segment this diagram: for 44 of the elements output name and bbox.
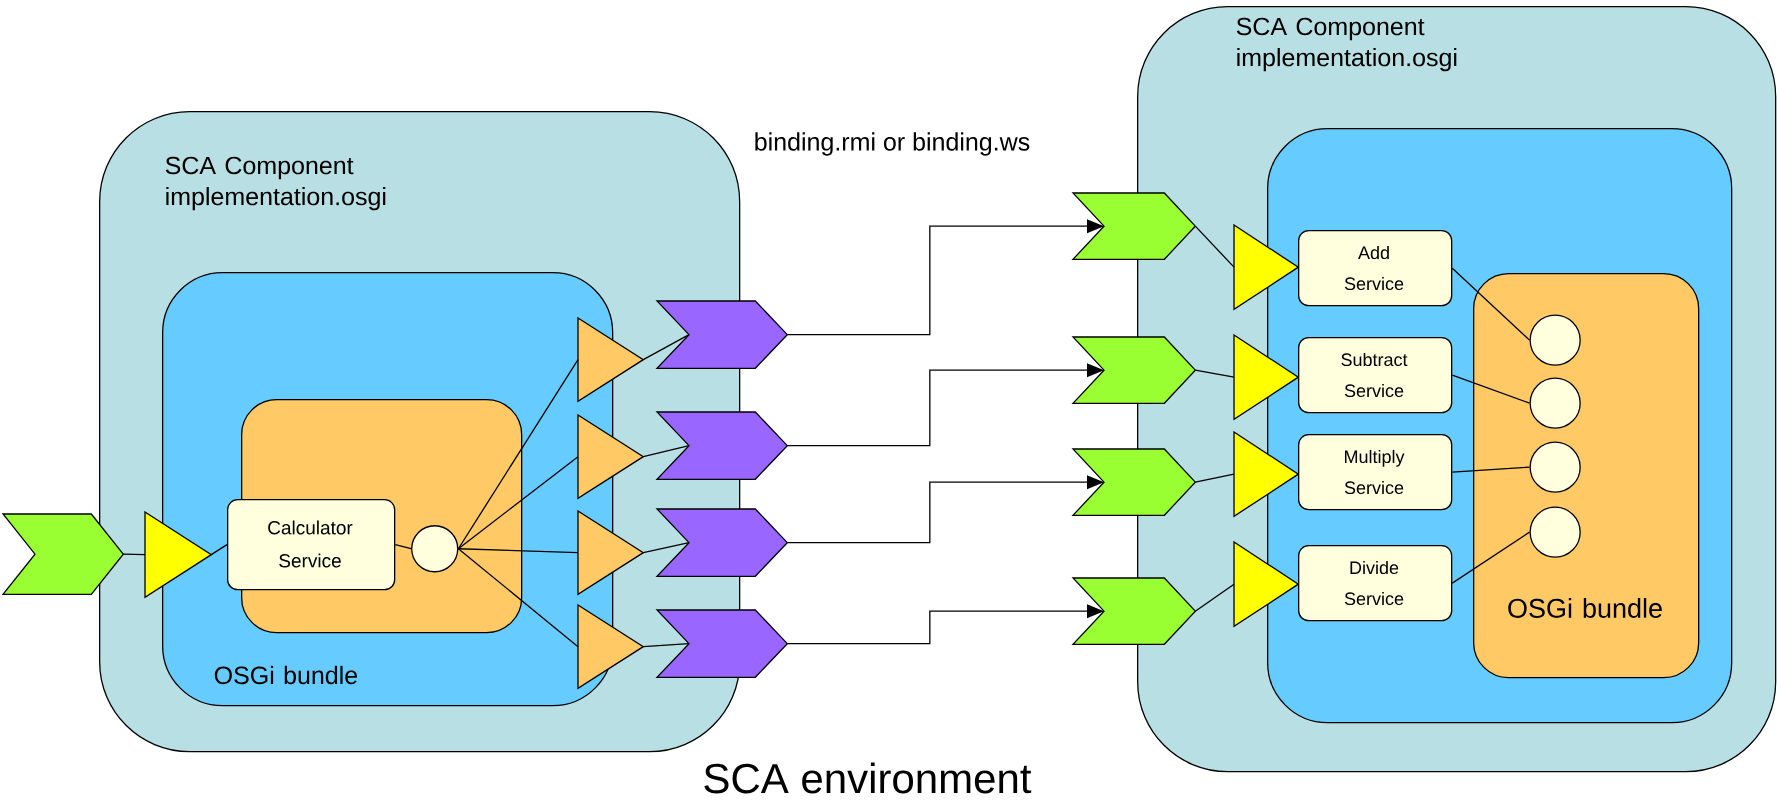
service-box: Divide Service	[1298, 545, 1453, 622]
connector-line	[1451, 374, 1531, 404]
service-box: Calculator Service	[227, 499, 396, 591]
port-circle	[1529, 377, 1581, 429]
service-box: Subtract Service	[1298, 337, 1453, 414]
connector-line	[1194, 369, 1235, 378]
chevron-port	[1, 513, 125, 595]
binding-label: binding.rmi or binding.ws	[755, 132, 1030, 156]
chevron-port	[655, 508, 789, 577]
arrow	[786, 604, 1104, 645]
connector-line	[1451, 531, 1531, 584]
connector-line	[457, 456, 579, 550]
connector-line	[457, 548, 579, 554]
port-circle	[411, 525, 459, 573]
arrow	[786, 363, 1104, 447]
arrow	[786, 475, 1104, 544]
chevron-port	[1071, 192, 1197, 260]
chevron-port	[655, 411, 789, 480]
connector-line	[1451, 466, 1531, 473]
connector-line	[1451, 267, 1531, 341]
connector-line	[1194, 583, 1235, 612]
chevron-port	[1071, 577, 1197, 645]
connector-line	[122, 553, 146, 556]
chevron-port	[1071, 448, 1197, 516]
chevron-port	[655, 300, 789, 369]
connector-line	[457, 359, 579, 550]
service-box: Add Service	[1298, 230, 1453, 307]
chevron-port	[655, 609, 789, 678]
port-circle	[1529, 441, 1581, 493]
connector-line	[1194, 225, 1235, 268]
connector-line	[642, 445, 690, 458]
connector-line	[394, 544, 412, 550]
service-box: Multiply Service	[1298, 434, 1453, 511]
chevron-port	[1071, 336, 1197, 404]
port-circle	[1529, 506, 1581, 558]
caption: SCA environment	[704, 762, 1032, 794]
connector-line	[642, 334, 690, 361]
connector-line	[642, 643, 690, 648]
connector-line	[210, 544, 228, 556]
connector-line	[642, 542, 690, 554]
connector-line	[1194, 473, 1235, 483]
connector-line	[457, 548, 579, 648]
arrow	[786, 219, 1104, 336]
port-circle	[1529, 314, 1581, 366]
